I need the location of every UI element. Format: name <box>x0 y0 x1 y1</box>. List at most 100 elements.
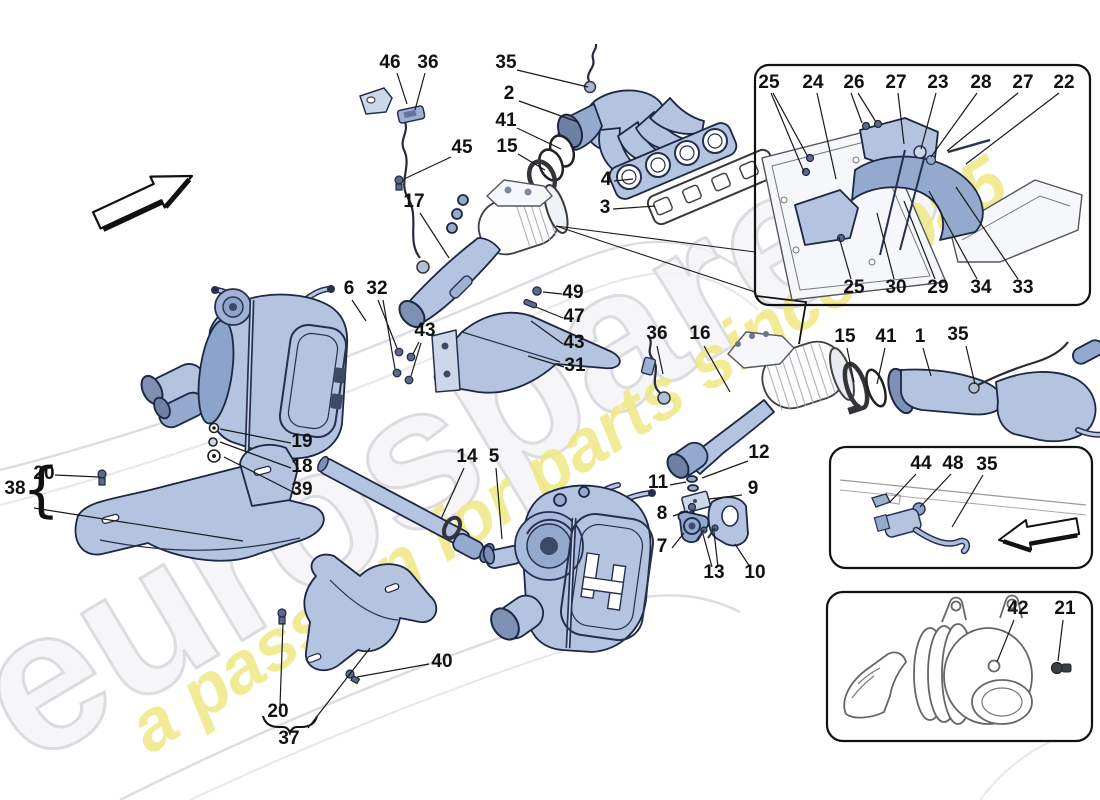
callout-22[interactable]: 22 <box>965 72 1075 165</box>
part-number-label[interactable]: 15 <box>496 136 518 157</box>
part-number-label[interactable]: 25 <box>758 72 780 93</box>
part-number-label[interactable]: 14 <box>456 446 478 467</box>
part-number-label[interactable]: 7 <box>657 536 668 557</box>
callout-36[interactable]: 36 <box>646 323 668 375</box>
callout-13[interactable]: 13 <box>702 531 725 583</box>
callout-28[interactable]: 28 <box>930 72 992 158</box>
callout-20[interactable]: 20 <box>267 622 289 722</box>
callout-42[interactable]: 42 <box>996 598 1029 663</box>
callout-39[interactable]: 39 <box>223 456 313 500</box>
part-number-label[interactable]: 1 <box>915 326 926 347</box>
callout-9[interactable]: 9 <box>708 478 759 500</box>
callout-35[interactable]: 35 <box>495 52 589 88</box>
callout-11[interactable]: 11 <box>648 472 687 493</box>
callout-20[interactable]: 20 <box>33 463 100 484</box>
part-number-label[interactable]: 37 <box>278 728 299 749</box>
part-number-label[interactable]: 8 <box>657 503 668 524</box>
part-number-label[interactable]: 30 <box>885 277 906 298</box>
callout-27[interactable]: 27 <box>946 72 1034 152</box>
callout-30[interactable]: 30 <box>876 212 907 298</box>
callout-15[interactable]: 15 <box>496 136 546 171</box>
callout-49[interactable]: 49 <box>542 282 584 303</box>
part-number-label[interactable]: 41 <box>875 326 897 347</box>
part-number-label[interactable]: 26 <box>843 72 864 93</box>
callout-44[interactable]: 44 <box>889 453 932 503</box>
callout-27[interactable]: 27 <box>885 72 907 145</box>
part-number-label[interactable]: 28 <box>970 72 991 93</box>
part-number-label[interactable]: 46 <box>379 52 400 73</box>
part-number-label[interactable]: 35 <box>947 324 969 345</box>
part-number-label[interactable]: 16 <box>689 323 710 344</box>
part-number-label[interactable]: 11 <box>648 472 669 493</box>
callout-23[interactable]: 23 <box>920 72 949 150</box>
part-number-label[interactable]: 40 <box>431 651 452 672</box>
part-number-label[interactable]: 24 <box>802 72 824 93</box>
callout-19[interactable]: 19 <box>219 428 313 452</box>
part-number-label[interactable]: 17 <box>403 191 424 212</box>
part-number-label[interactable]: 23 <box>927 72 948 93</box>
part-number-label[interactable]: 47 <box>563 306 584 327</box>
part-number-label[interactable]: 25 <box>843 277 865 298</box>
callout-21[interactable]: 21 <box>1054 598 1076 662</box>
part-number-label[interactable]: 41 <box>495 110 517 131</box>
callout-25[interactable]: 25 <box>838 236 865 298</box>
part-number-label[interactable]: 39 <box>291 479 312 500</box>
part-number-label[interactable]: 48 <box>942 453 963 474</box>
part-number-label[interactable]: 6 <box>344 278 355 299</box>
callout-36[interactable]: 36 <box>414 52 439 111</box>
part-number-label[interactable]: 21 <box>1054 598 1076 619</box>
part-number-label[interactable]: 29 <box>927 277 948 298</box>
callout-17[interactable]: 17 <box>403 191 450 259</box>
callout-40[interactable]: 40 <box>356 651 453 678</box>
callout-25[interactable]: 25 <box>758 72 809 173</box>
part-number-label[interactable]: 43 <box>414 320 435 341</box>
callout-24[interactable]: 24 <box>802 72 837 180</box>
part-number-label[interactable]: 2 <box>504 83 515 104</box>
callout-10[interactable]: 10 <box>734 543 766 583</box>
callout-31[interactable]: 31 <box>527 355 586 376</box>
callout-41[interactable]: 41 <box>495 110 562 150</box>
callout-33[interactable]: 33 <box>955 186 1034 298</box>
callout-8[interactable]: 8 <box>657 503 689 524</box>
callout-32[interactable]: 32 <box>366 278 398 370</box>
callout-12[interactable]: 12 <box>701 442 770 479</box>
part-number-label[interactable]: 13 <box>703 562 724 583</box>
part-number-label[interactable]: 45 <box>451 137 473 158</box>
part-number-label[interactable]: 34 <box>970 277 992 298</box>
callout-41[interactable]: 41 <box>875 326 897 385</box>
part-number-label[interactable]: 35 <box>495 52 517 73</box>
part-number-label[interactable]: 49 <box>562 282 583 303</box>
callout-34[interactable]: 34 <box>928 190 992 298</box>
callout-29[interactable]: 29 <box>903 200 949 298</box>
part-number-label[interactable]: 20 <box>267 701 288 722</box>
callout-7[interactable]: 7 <box>657 532 685 557</box>
callout-18[interactable]: 18 <box>219 441 313 477</box>
part-number-label[interactable]: 33 <box>1012 277 1033 298</box>
callout-2[interactable]: 2 <box>504 83 579 123</box>
part-number-label[interactable]: 35 <box>976 454 998 475</box>
callout-43[interactable]: 43 <box>410 320 436 377</box>
callout-45[interactable]: 45 <box>403 137 473 180</box>
callout-3[interactable]: 3 <box>600 197 656 218</box>
callout-6[interactable]: 6 <box>344 278 367 322</box>
part-number-label[interactable]: 3 <box>600 197 611 218</box>
part-number-label[interactable]: 31 <box>564 355 586 376</box>
callout-14[interactable]: 14 <box>440 446 478 520</box>
part-number-label[interactable]: 38 <box>4 478 25 499</box>
part-number-label[interactable]: 43 <box>563 332 584 353</box>
callout-1[interactable]: 1 <box>915 326 932 377</box>
part-number-label[interactable]: 9 <box>748 478 759 499</box>
part-number-label[interactable]: 42 <box>1007 598 1028 619</box>
part-number-label[interactable]: 4 <box>601 169 612 190</box>
part-number-label[interactable]: 27 <box>1012 72 1033 93</box>
part-number-label[interactable]: 10 <box>744 562 765 583</box>
part-number-label[interactable]: 27 <box>885 72 906 93</box>
part-number-label[interactable]: 22 <box>1053 72 1074 93</box>
part-number-label[interactable]: 15 <box>834 326 856 347</box>
callout-35[interactable]: 35 <box>947 324 976 385</box>
part-number-label[interactable]: 18 <box>291 456 312 477</box>
callout-5[interactable]: 5 <box>489 446 503 540</box>
callout-4[interactable]: 4 <box>601 169 634 190</box>
callout-35[interactable]: 35 <box>951 454 998 528</box>
callout-15[interactable]: 15 <box>834 326 856 383</box>
